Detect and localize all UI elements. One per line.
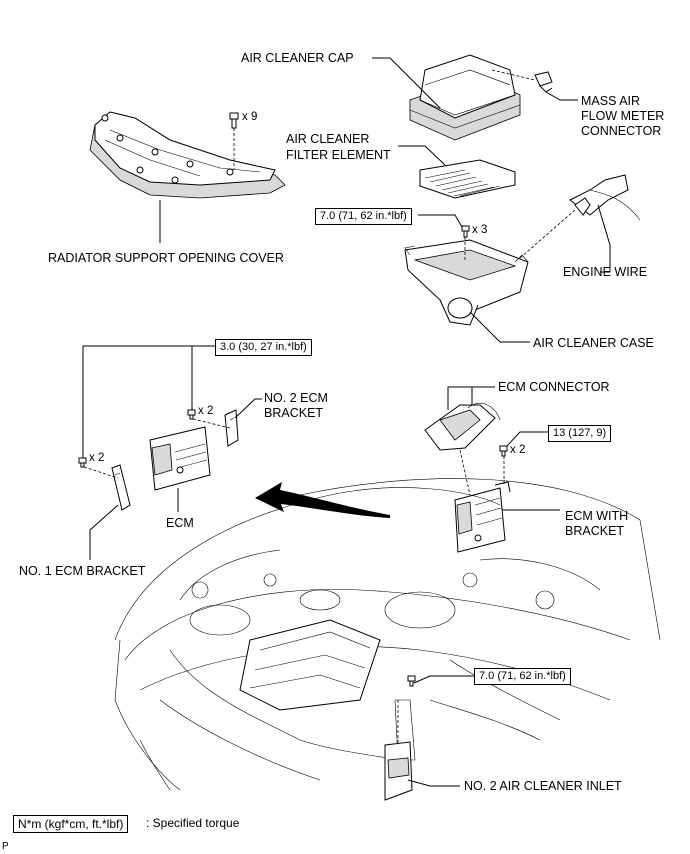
filter-element-label-line1: AIR CLEANER <box>286 132 370 146</box>
torque-ecm-with-bracket: 13 (127, 9) <box>548 425 612 442</box>
case-bolt-drawing <box>461 225 470 260</box>
no1-ecm-bracket-drawing <box>111 464 131 511</box>
ecm-bracket-bolt-drawing <box>499 445 508 485</box>
cover-bolt-drawing <box>229 112 239 170</box>
no2-air-cleaner-inlet-drawing <box>384 700 413 801</box>
legend-description: : Specified torque <box>146 816 240 830</box>
case-bolt-qty: x 3 <box>472 224 488 236</box>
maf-connector-label-line2: FLOW METER <box>581 109 665 123</box>
no2-bracket-bolt-drawing <box>187 409 231 429</box>
radiator-support-opening-cover-drawing <box>89 111 286 199</box>
cover-bolt-qty: x 9 <box>242 111 258 123</box>
maf-connector-label-line1: MASS AIR <box>581 94 641 108</box>
air-cleaner-case-label: AIR CLEANER CASE <box>533 336 654 350</box>
air-cleaner-cap-drawing <box>409 54 536 141</box>
inlet-bolt-drawing <box>407 675 416 687</box>
torque-inlet: 7.0 (71, 62 in.*lbf) <box>474 668 571 685</box>
figure-code: P <box>2 841 9 852</box>
ecm-connector-label: ECM CONNECTOR <box>498 380 610 394</box>
ecm-drawing <box>149 426 211 491</box>
no2-ecm-bracket-drawing <box>224 409 239 447</box>
ecm-with-bracket-label-line2: BRACKET <box>565 524 625 538</box>
vehicle-engine-bay-drawing <box>114 478 661 791</box>
engine-wire-label: ENGINE WIRE <box>563 265 648 279</box>
ecm-bracket-bolt-qty: x 2 <box>510 444 526 456</box>
no2-ecm-bracket-label-line2: BRACKET <box>264 406 324 420</box>
maf-connector-label-line3: CONNECTOR <box>581 124 662 138</box>
no1-bracket-bolt-qty: x 2 <box>89 452 105 464</box>
torque-ecm-brackets: 3.0 (30, 27 in.*lbf) <box>215 339 312 356</box>
radiator-cover-label: RADIATOR SUPPORT OPENING COVER <box>48 251 284 265</box>
no2-air-cleaner-inlet-label: NO. 2 AIR CLEANER INLET <box>464 779 622 793</box>
no2-ecm-bracket-label-line1: NO. 2 ECM <box>264 391 328 405</box>
no1-bracket-bolt-drawing <box>78 457 119 479</box>
torque-air-cleaner-case: 7.0 (71, 62 in.*lbf) <box>315 208 412 225</box>
air-cleaner-case-drawing <box>404 239 529 326</box>
filter-element-drawing <box>419 159 516 199</box>
maf-connector-drawing <box>534 71 553 93</box>
no2-bracket-bolt-qty: x 2 <box>198 405 214 417</box>
air-cleaner-cap-label: AIR CLEANER CAP <box>241 51 354 65</box>
direction-arrow <box>255 482 390 518</box>
filter-element-label-line2: FILTER ELEMENT <box>286 148 391 162</box>
legend-torque-box: N*m (kgf*cm, ft.*lbf) <box>13 815 129 833</box>
engine-wire-drawing <box>519 174 641 259</box>
no1-ecm-bracket-label: NO. 1 ECM BRACKET <box>19 564 146 578</box>
ecm-label: ECM <box>166 516 194 530</box>
ecm-connector-drawing <box>424 403 501 496</box>
ecm-with-bracket-drawing <box>454 481 511 553</box>
ecm-with-bracket-label-line1: ECM WITH <box>565 509 629 523</box>
